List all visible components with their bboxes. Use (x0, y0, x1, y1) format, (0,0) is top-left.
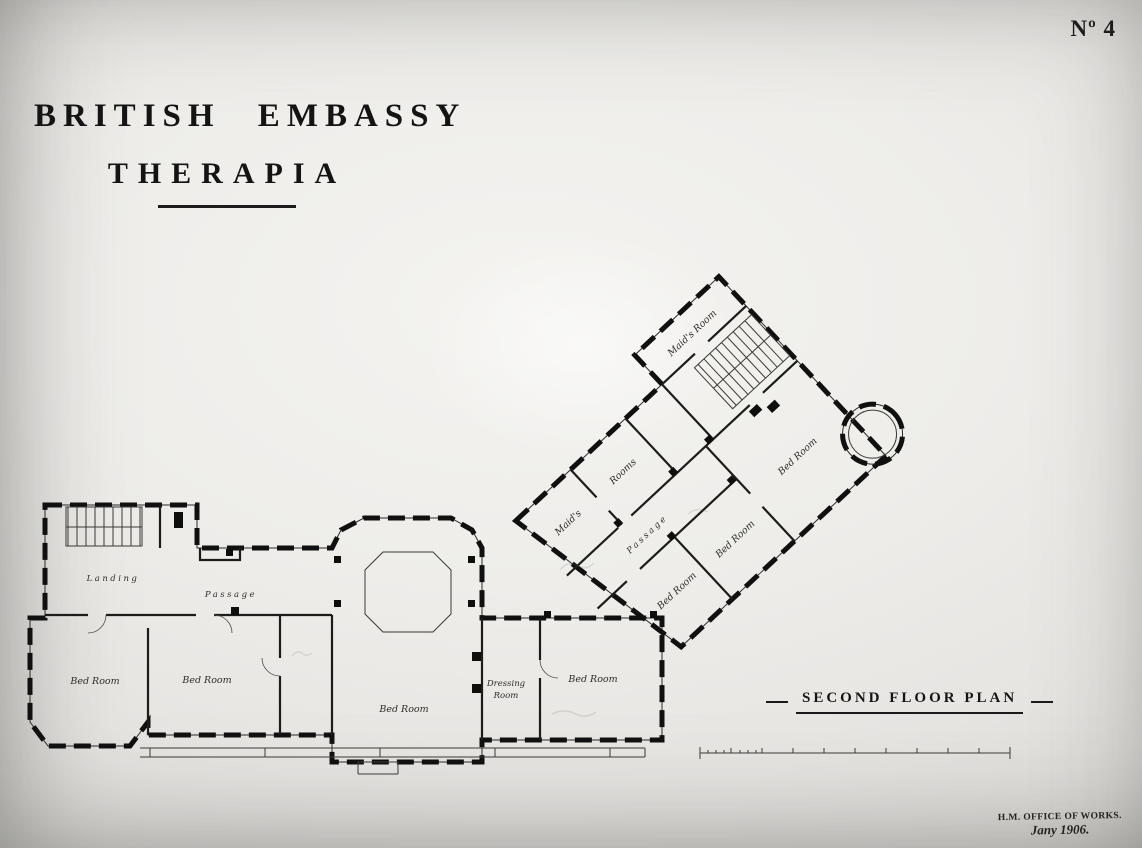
room-label-landing: Landing (86, 574, 140, 584)
sheet-number: Nº 4 (1070, 16, 1116, 41)
chimney-piers (174, 512, 657, 693)
room-label-wing-bed-room-1: Bed Room (655, 570, 699, 612)
room-label-bed-room-1: Bed Room (69, 676, 119, 687)
room-label-wing-passage: Passage (624, 513, 670, 557)
room-label-dressing-2: Room (493, 691, 519, 701)
wing-staircase (693, 313, 791, 410)
main-staircase (65, 506, 143, 547)
turret-inner-line (848, 409, 898, 459)
drawing-subtitle: THERAPIA (107, 157, 347, 190)
main-room-labels: Landing Passage Bed Room Bed Room Bed Ro… (69, 574, 617, 715)
room-label-wing-bed-room-3: Bed Room (775, 436, 819, 478)
title-underline (158, 205, 296, 208)
plan-caption: SECOND FLOOR PLAN (766, 690, 1054, 714)
caption-text: SECOND FLOOR PLAN (796, 690, 1024, 714)
diagonal-wing-partitions (566, 305, 799, 610)
room-label-bed-room-3: Bed Room (567, 674, 617, 685)
room-label-passage: Passage (204, 590, 257, 600)
room-label-bed-room-2: Bed Room (181, 675, 231, 686)
room-label-wing-bed-room-2: Bed Room (713, 519, 757, 561)
central-octagon-hall (364, 551, 452, 633)
room-label-bed-room-center: Bed Room (378, 704, 428, 715)
scan-light-spot (420, 230, 740, 460)
title-block: BRITISH EMBASSY THERAPIA (34, 98, 467, 208)
office-stamp: H.M. OFFICE OF WORKS. Jany 1906. (998, 811, 1122, 839)
wing-piers (613, 399, 781, 542)
terrace-lines (140, 747, 646, 775)
caption-right-dash (1031, 701, 1054, 703)
main-wing-walls (27, 502, 665, 765)
date-stamp-line: Jany 1906. (1030, 821, 1090, 838)
main-wing-partitions (45, 505, 542, 740)
room-label-maids: Maid's (552, 508, 584, 539)
room-label-rooms: Rooms (607, 457, 639, 488)
drawing-title: BRITISH EMBASSY (34, 98, 467, 134)
caption-left-dash (766, 701, 788, 703)
diagonal-wing: Maid's Rooms Passage Bed Room Bed Room B… (511, 273, 906, 651)
pencil-smudges (291, 508, 709, 717)
door-swings (87, 614, 559, 679)
room-label-dressing-1: Dressing (486, 679, 526, 689)
scale-bar (699, 747, 1011, 759)
